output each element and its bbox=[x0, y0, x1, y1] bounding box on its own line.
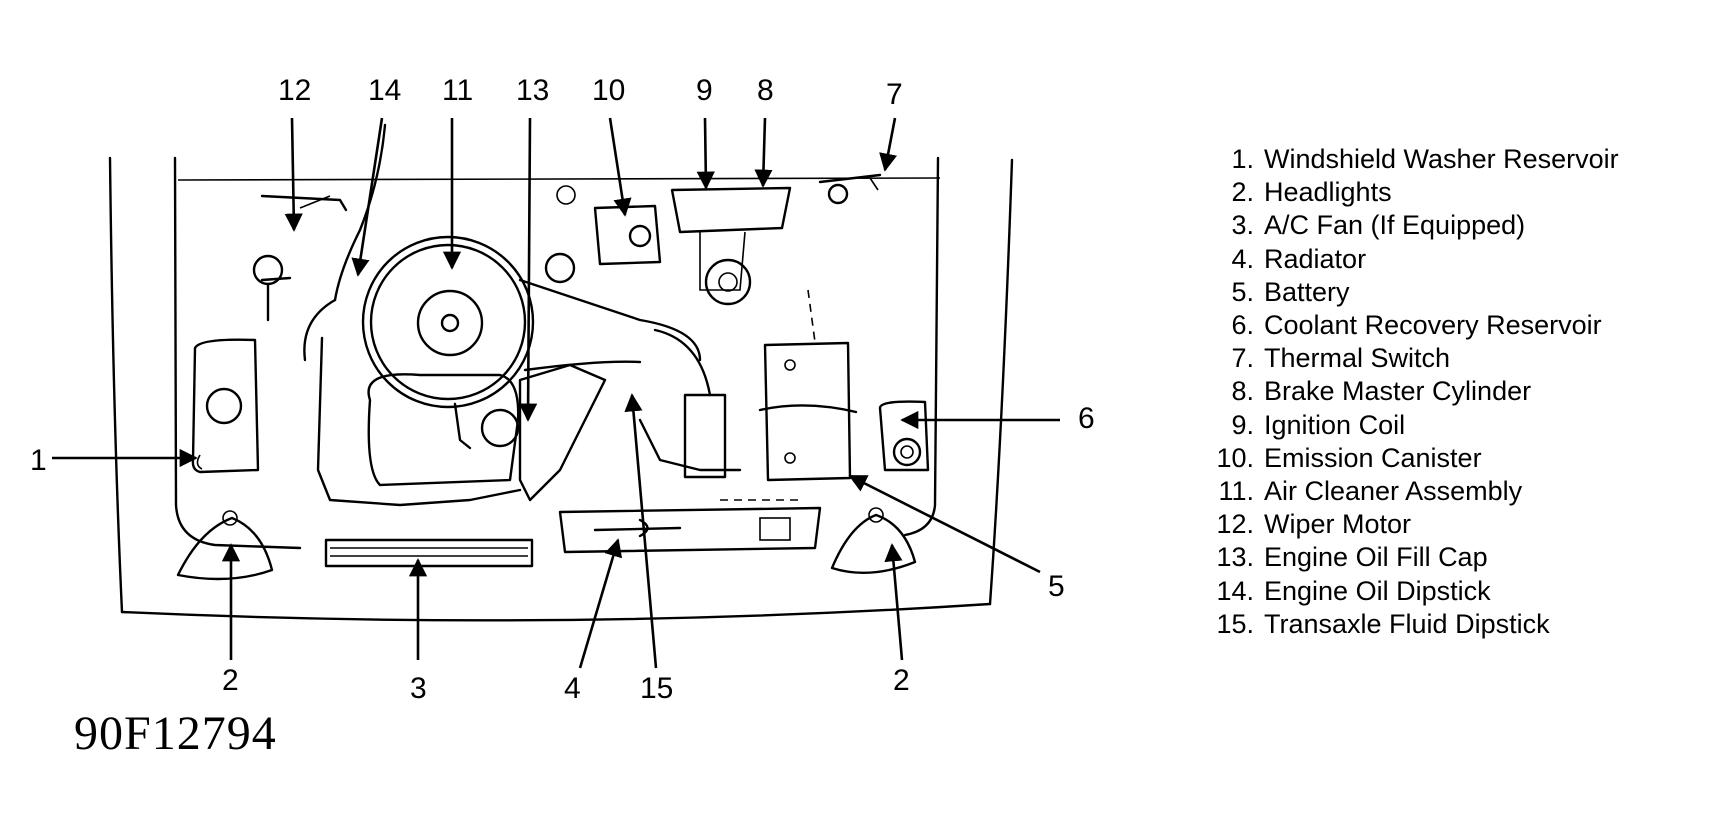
legend-item: 14. Engine Oil Dipstick bbox=[1196, 575, 1619, 608]
legend-number: 6. bbox=[1231, 310, 1254, 341]
legend-item: 9. Ignition Coil bbox=[1196, 409, 1619, 442]
legend-label: Thermal Switch bbox=[1264, 343, 1451, 374]
legend-item: 6. Coolant Recovery Reservoir bbox=[1196, 309, 1619, 342]
callout-8: 8 bbox=[757, 74, 774, 107]
legend-label: Emission Canister bbox=[1264, 442, 1482, 473]
legend-number: 1. bbox=[1231, 144, 1254, 174]
callout-7: 7 bbox=[886, 78, 903, 111]
legend-label: Brake Master Cylinder bbox=[1264, 376, 1532, 407]
brake-master-cylinder bbox=[670, 186, 792, 291]
legend-label: Air Cleaner Assembly bbox=[1264, 476, 1523, 507]
legend-number: 2. bbox=[1231, 177, 1254, 208]
legend-number: 4. bbox=[1231, 243, 1254, 274]
legend-label: Transaxle Fluid Dipstick bbox=[1264, 608, 1550, 639]
legend-label: Headlights bbox=[1264, 177, 1392, 208]
wiper-motor bbox=[252, 194, 348, 322]
air-cleaner-assembly bbox=[361, 235, 702, 409]
legend-label: Engine Oil Dipstick bbox=[1264, 575, 1491, 606]
engine-block bbox=[316, 336, 607, 507]
legend-number: 14. bbox=[1216, 575, 1254, 606]
headlight-right bbox=[830, 507, 917, 574]
callout-15: 15 bbox=[640, 672, 673, 705]
thermal-switch bbox=[818, 173, 882, 205]
legend-label: Battery bbox=[1264, 276, 1350, 307]
callout-5: 5 bbox=[1048, 570, 1065, 603]
vehicle-body-outline bbox=[108, 156, 1014, 622]
legend-number: 11. bbox=[1218, 476, 1254, 507]
washer-reservoir bbox=[191, 338, 260, 474]
legend-label: Coolant Recovery Reservoir bbox=[1264, 310, 1602, 341]
callout-2-left: 2 bbox=[222, 664, 239, 697]
transaxle-fluid-dipstick bbox=[638, 328, 800, 501]
legend-item: 10. Emission Canister bbox=[1196, 442, 1619, 475]
legend-item: 12. Wiper Motor bbox=[1196, 508, 1619, 541]
callout-10: 10 bbox=[592, 74, 625, 107]
callout-labels: 12 14 11 13 10 9 8 7 1 6 5 2 3 4 15 2 bbox=[30, 74, 1095, 705]
callout-13: 13 bbox=[516, 74, 549, 107]
ac-fan bbox=[324, 538, 534, 568]
callout-9: 9 bbox=[696, 74, 713, 107]
legend-item: 13. Engine Oil Fill Cap bbox=[1196, 541, 1619, 574]
callout-11: 11 bbox=[442, 74, 473, 107]
parts-legend: 1. Windshield Washer Reservoir 2. Headligh… bbox=[1196, 143, 1619, 641]
ignition-coil bbox=[704, 258, 752, 306]
legend-label: Ignition Coil bbox=[1264, 409, 1406, 440]
coolant-recovery-reservoir bbox=[878, 400, 930, 472]
legend-item: 2. Headlights bbox=[1196, 176, 1619, 209]
legend-item: 8. Brake Master Cylinder bbox=[1196, 375, 1619, 408]
radiator bbox=[558, 506, 822, 554]
legend-label: Windshield Washer Reservoir bbox=[1264, 144, 1619, 174]
legend-number: 12. bbox=[1216, 509, 1254, 540]
callout-arrows bbox=[52, 117, 1060, 669]
legend-label: Engine Oil Fill Cap bbox=[1264, 542, 1488, 573]
callout-2-right: 2 bbox=[893, 664, 910, 697]
legend-item: 11. Air Cleaner Assembly bbox=[1196, 475, 1619, 508]
figure-id: 90F12794 bbox=[74, 707, 277, 760]
legend-item: 15. Transaxle Fluid Dipstick bbox=[1196, 608, 1619, 641]
battery bbox=[758, 289, 858, 482]
legend-label: Radiator bbox=[1264, 243, 1367, 274]
legend-item: 3. A/C Fan (If Equipped) bbox=[1196, 209, 1619, 242]
callout-6: 6 bbox=[1078, 402, 1095, 435]
legend-item: 5. Battery bbox=[1196, 276, 1619, 309]
legend-number: 13. bbox=[1216, 542, 1254, 573]
legend-item: 1. Windshield Washer Reservoir bbox=[1196, 143, 1619, 176]
legend-number: 8. bbox=[1231, 376, 1254, 407]
headlight-left bbox=[176, 510, 274, 581]
legend-number: 10. bbox=[1216, 442, 1254, 473]
legend-number: 5. bbox=[1231, 276, 1254, 307]
callout-14: 14 bbox=[368, 74, 401, 107]
legend-item: 4. Radiator bbox=[1196, 243, 1619, 276]
engine-oil-dipstick bbox=[303, 123, 387, 362]
callout-3: 3 bbox=[410, 672, 427, 705]
callout-12: 12 bbox=[278, 74, 311, 107]
callout-1: 1 bbox=[30, 444, 47, 477]
legend-label: A/C Fan (If Equipped) bbox=[1264, 210, 1526, 241]
legend-number: 9. bbox=[1231, 409, 1254, 440]
legend-item: 7. Thermal Switch bbox=[1196, 342, 1619, 375]
legend-number: 15. bbox=[1216, 608, 1254, 639]
legend-label: Wiper Motor bbox=[1264, 509, 1412, 540]
legend-number: 7. bbox=[1231, 343, 1254, 374]
legend-number: 3. bbox=[1231, 210, 1254, 241]
emission-canister bbox=[544, 185, 662, 284]
callout-4: 4 bbox=[564, 672, 581, 705]
